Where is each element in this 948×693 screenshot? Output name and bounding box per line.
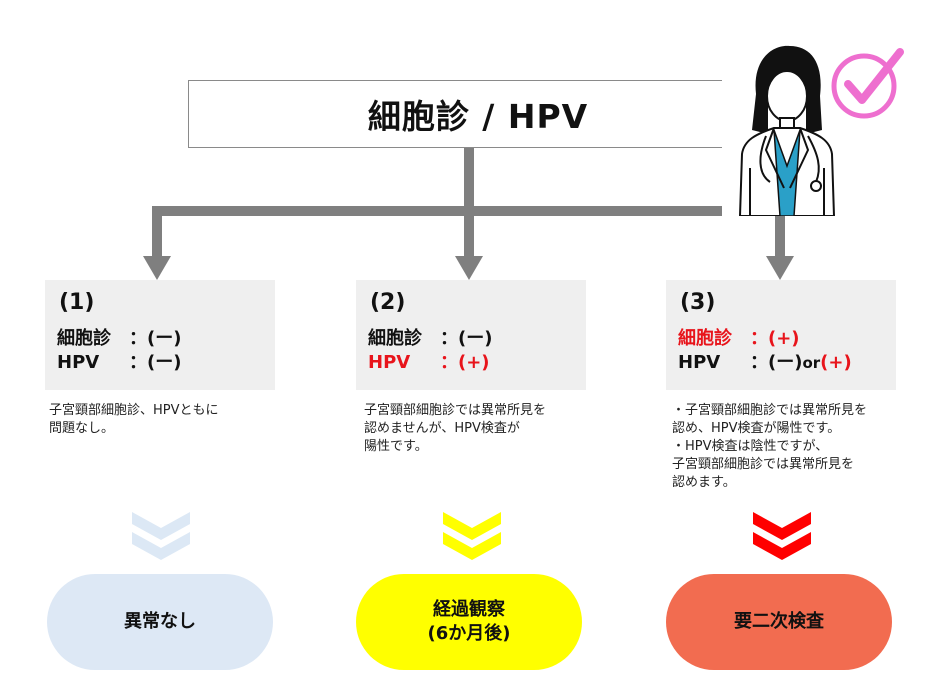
hpv-or: or — [802, 354, 821, 372]
hpv-label: HPV — [57, 352, 100, 373]
page-title: 細胞診 / HPV — [367, 97, 589, 136]
hpv-row: HPV ：(ー)or(+) — [678, 351, 896, 375]
case-card-1: (1) 細胞診 ：(ー) HPV ：(ー) — [45, 280, 275, 390]
case-number: (2) — [370, 290, 406, 315]
outcome-follow-up: 経過観察 (6か月後) — [356, 574, 582, 670]
case-description-3: ・子宮頸部細胞診では異常所見を 認め、HPV検査が陽性です。 ・HPV検査は陰性… — [672, 403, 868, 490]
hpv-label: HPV — [678, 352, 721, 373]
cytology-label: 細胞診 — [57, 328, 111, 349]
chevron-down-icon — [443, 512, 501, 560]
cytology-row: 細胞診 ：(+) — [678, 327, 896, 351]
check-circle-icon — [831, 48, 904, 119]
female-doctor-icon — [722, 38, 846, 216]
case-card-2: (2) 細胞診 ：(ー) HPV ：(+) — [356, 280, 586, 390]
case-number: (1) — [59, 290, 95, 315]
hpv-row: HPV ：(+) — [368, 351, 586, 375]
case-card-3: (3) 細胞診 ：(+) HPV ：(ー)or(+) — [666, 280, 896, 390]
arrowhead-2 — [455, 256, 483, 280]
hpv-value: ：(ー) — [129, 352, 182, 373]
hpv-label: HPV — [368, 352, 411, 373]
cytology-value: ：(ー) — [129, 328, 182, 349]
cytology-value: ：(+) — [750, 328, 800, 349]
arrowhead-3 — [766, 256, 794, 280]
hpv-value-positive: (+) — [820, 352, 852, 373]
arrowhead-1 — [143, 256, 171, 280]
title-box: 細胞診 / HPV — [188, 80, 768, 148]
hpv-value-negative: ：(ー) — [750, 352, 803, 373]
chevron-down-icon — [132, 512, 190, 560]
outcome-secondary-exam: 要二次検査 — [666, 574, 892, 670]
case-description-2: 子宮頸部細胞診では異常所見を 認めませんが、HPV検査が 陽性です。 — [364, 403, 547, 454]
cytology-label: 細胞診 — [678, 328, 732, 349]
cytology-value: ：(ー) — [440, 328, 493, 349]
outcome-no-abnormality: 異常なし — [47, 574, 273, 670]
cytology-row: 細胞診 ：(ー) — [57, 327, 275, 351]
connector-trunk — [464, 148, 474, 210]
case-description-1: 子宮頸部細胞診、HPVともに 問題なし。 — [49, 403, 219, 436]
connector-branch-3 — [775, 206, 785, 258]
chevron-down-icon — [753, 512, 811, 560]
hpv-value: ：(+) — [440, 352, 490, 373]
connector-branch-1 — [152, 206, 162, 258]
cytology-row: 細胞診 ：(ー) — [368, 327, 586, 351]
case-number: (3) — [680, 290, 716, 315]
connector-branch-2 — [464, 206, 474, 258]
hpv-row: HPV ：(ー) — [57, 351, 275, 375]
cytology-label: 細胞診 — [368, 328, 422, 349]
